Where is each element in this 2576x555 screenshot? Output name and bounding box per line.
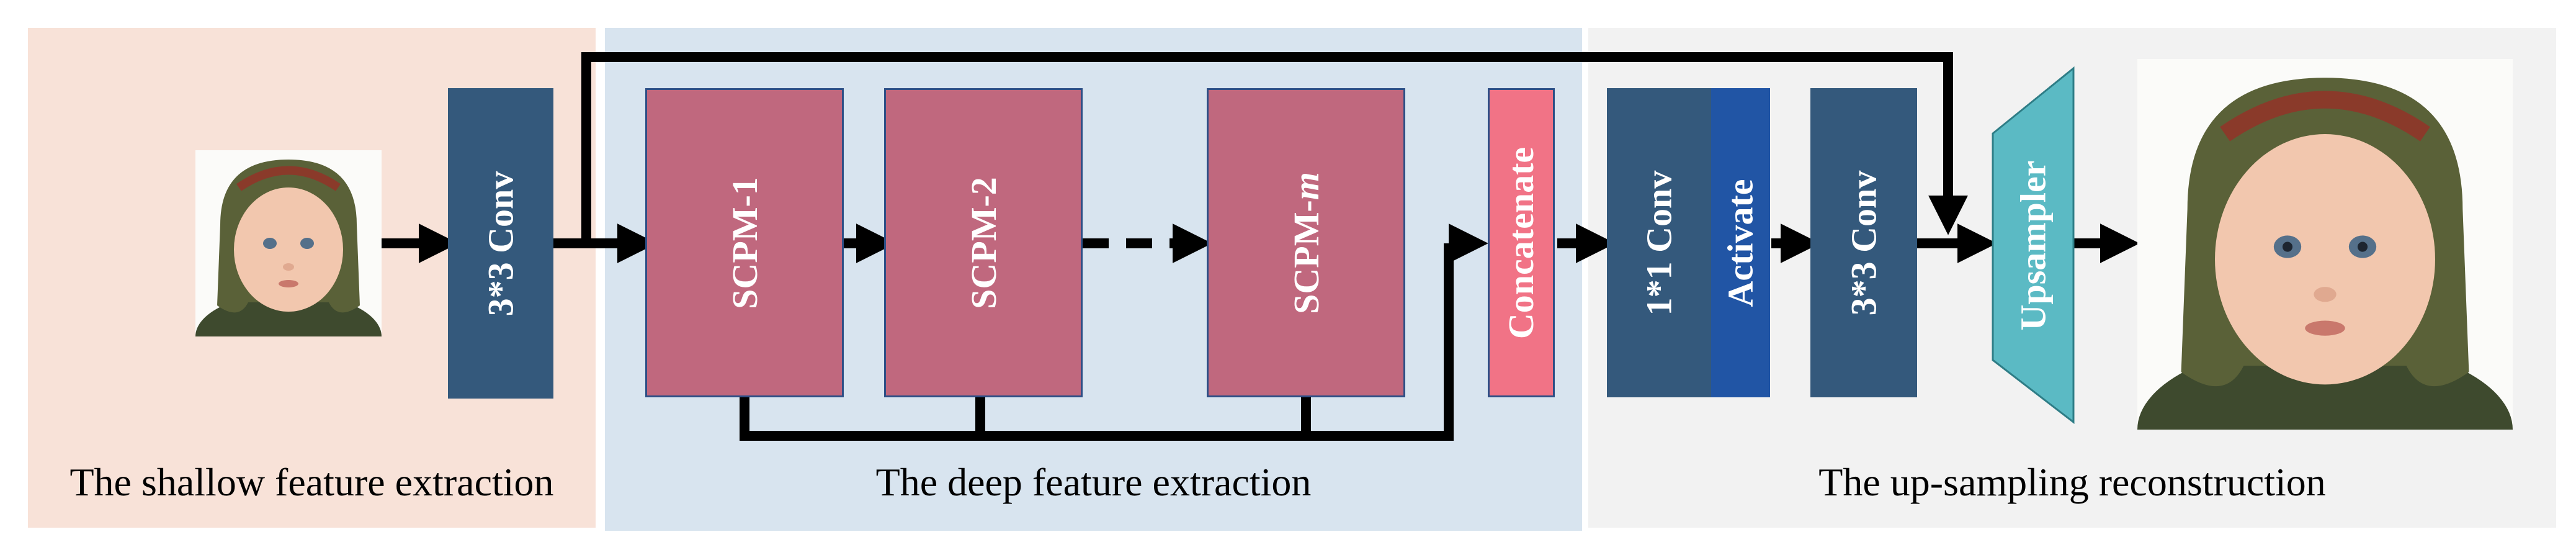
conv-1x1-label: 1*1 Conv bbox=[1639, 170, 1679, 315]
scpm-m-label-suffix: m bbox=[1286, 171, 1326, 200]
scpm-1-label: SCPM-1 bbox=[724, 176, 765, 309]
deep-caption: The deep feature extraction bbox=[875, 460, 1312, 504]
activate-block: Activate bbox=[1711, 88, 1770, 397]
concatenate-label: Concatenate bbox=[1501, 147, 1542, 339]
scpm-m-label: SCPM-m bbox=[1285, 172, 1326, 314]
feature-collection-line bbox=[740, 243, 1454, 441]
scpm-2-block: SCPM-2 bbox=[884, 88, 1083, 397]
upsampling-conv-block: 3*3 Conv bbox=[1810, 88, 1917, 397]
scpm-m-block: SCPM-m bbox=[1207, 88, 1405, 397]
scpm-m-label-prefix: SCPM- bbox=[1286, 199, 1326, 314]
upsampler-block: Upsampler bbox=[1993, 68, 2073, 422]
concatenate-block: Concatenate bbox=[1488, 88, 1555, 397]
upsampler-label: Upsampler bbox=[2013, 160, 2054, 330]
upsampler-shape bbox=[1992, 66, 2075, 425]
scpm-1-block: SCPM-1 bbox=[645, 88, 844, 397]
conv-1x1-block: 1*1 Conv bbox=[1607, 88, 1711, 397]
shallow-conv-label: 3*3 Conv bbox=[480, 171, 521, 316]
shallow-caption: The shallow feature extraction bbox=[69, 460, 554, 504]
shallow-conv-block: 3*3 Conv bbox=[448, 88, 553, 399]
input-face-image bbox=[195, 150, 382, 336]
upsampling-conv-label: 3*3 Conv bbox=[1843, 170, 1884, 315]
activate-label: Activate bbox=[1720, 178, 1761, 307]
global-skip-connection bbox=[581, 52, 1968, 243]
output-face-image bbox=[2137, 59, 2513, 430]
upsampling-caption: The up-sampling reconstruction bbox=[1818, 460, 2326, 504]
scpm-2-label: SCPM-2 bbox=[963, 176, 1004, 309]
